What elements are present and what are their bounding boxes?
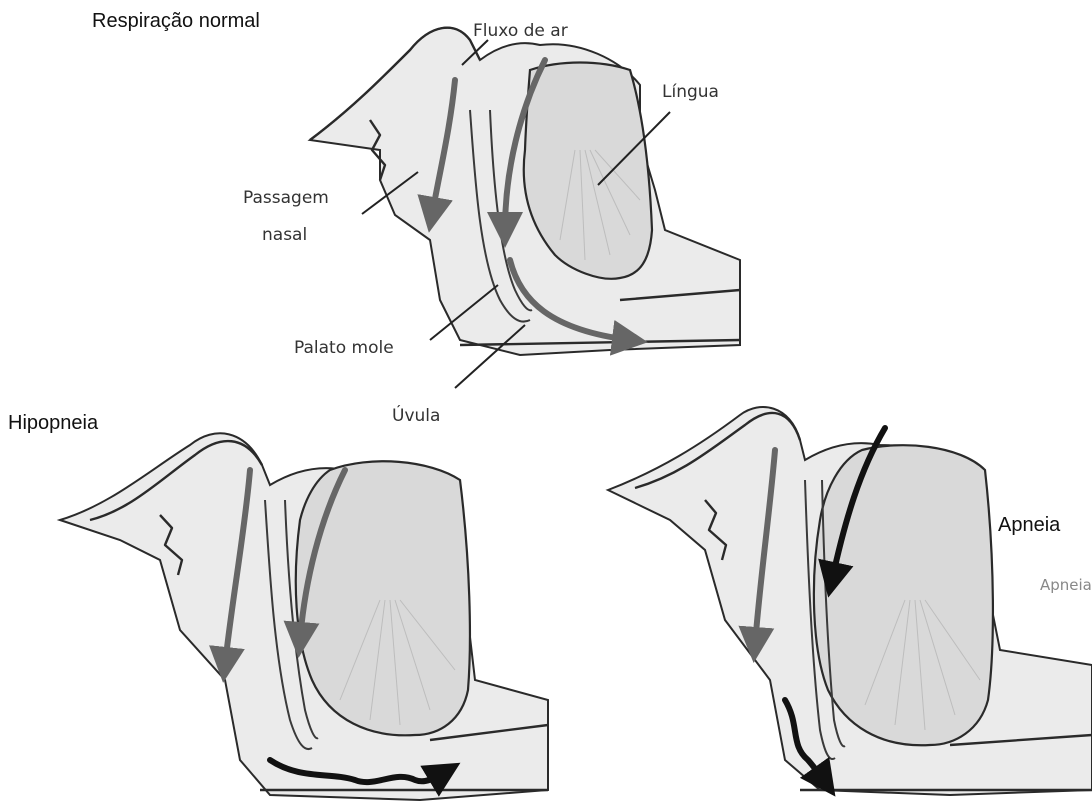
panel-normal: Fluxo de ar Língua Passagem nasal Palato… — [243, 21, 740, 426]
panel-apnea: Apneia — [608, 407, 1092, 795]
label-soft-palate: Palato mole — [294, 338, 394, 358]
apnea-tongue-shape — [814, 445, 993, 745]
label-nasal-line1: Passagem — [243, 188, 329, 208]
label-uvula: Úvula — [392, 404, 440, 426]
hypopnea-tongue-shape — [296, 461, 470, 735]
label-nasal-line2: nasal — [262, 225, 307, 245]
panel-hypopnea — [60, 433, 548, 800]
label-tongue: Língua — [662, 82, 719, 102]
apnea-faint-label: Apneia — [1040, 576, 1092, 594]
label-airflow: Fluxo de ar — [473, 21, 568, 41]
